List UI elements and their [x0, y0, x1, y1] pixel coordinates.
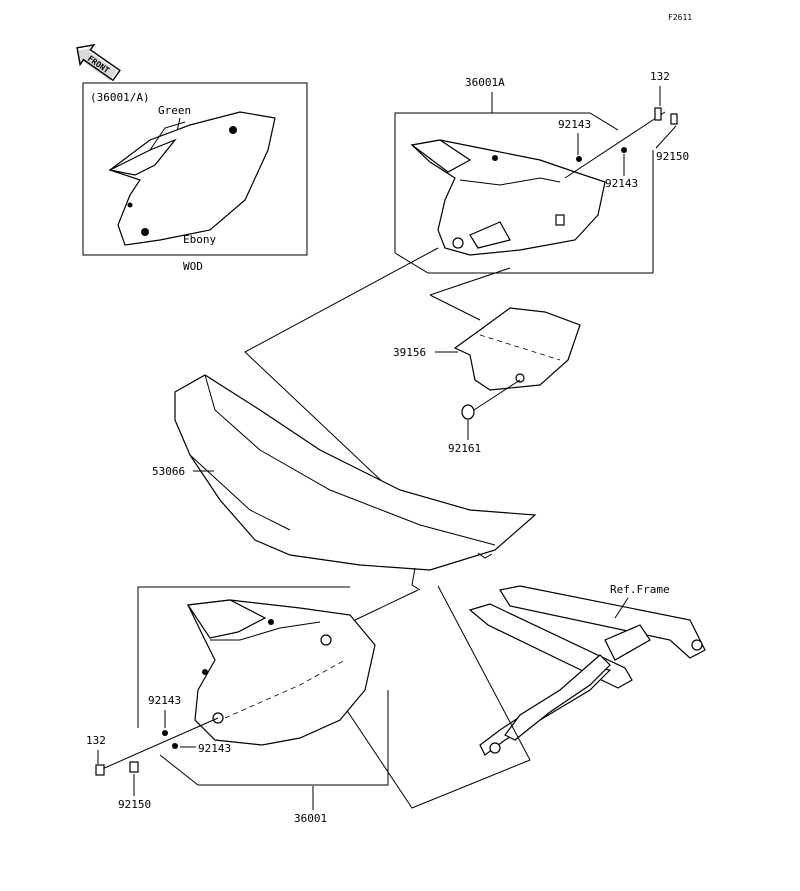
subframe-ref: Ref.Frame: [468, 583, 706, 756]
label-ref-frame: Ref.Frame: [610, 583, 670, 596]
washer-92143-b: [621, 147, 627, 153]
label-53066: 53066: [152, 465, 185, 478]
figure-code: F2611: [668, 13, 692, 22]
washer-92143-d: [172, 743, 178, 749]
collar-92150-bot: [129, 761, 139, 773]
side-cover-left-group: 36001A 132 92143 92150 92143: [394, 70, 689, 274]
label-92150-top: 92150: [656, 150, 689, 163]
grommet-92161: 92161: [448, 379, 521, 455]
side-cover-left: [410, 139, 606, 256]
label-92143-b: 92143: [605, 177, 638, 190]
side-cover-right-group: 92143 92143 132 92150 36001: [86, 586, 389, 825]
inset-ebony-label: Ebony: [183, 233, 216, 246]
label-92161: 92161: [448, 442, 481, 455]
front-arrow-icon: FRONT: [76, 43, 121, 82]
label-132-bot: 132: [86, 734, 106, 747]
label-39156: 39156: [393, 346, 426, 359]
inset-frame: [82, 82, 308, 256]
inset-variant-box: (36001/A) Green Ebony WOD: [82, 82, 308, 273]
inset-ref-label: (36001/A): [90, 91, 150, 104]
sponge-39156: 39156: [393, 307, 581, 391]
collar-92150-top: [670, 113, 678, 125]
label-92143-a: 92143: [558, 118, 591, 131]
seat-53066: 53066: [152, 374, 537, 591]
label-92143-c: 92143: [148, 694, 181, 707]
label-36001A: 36001A: [465, 76, 505, 89]
inset-variant-label: WOD: [183, 260, 203, 273]
label-132-top: 132: [650, 70, 670, 83]
inset-side-cover: [108, 111, 276, 246]
label-36001: 36001: [294, 812, 327, 825]
label-92150-bot: 92150: [118, 798, 151, 811]
label-92143-d: 92143: [198, 742, 231, 755]
bolt-132-top: [654, 107, 662, 121]
bolt-132-bot: [95, 764, 105, 776]
side-cover-right: [186, 599, 376, 746]
washer-92143-a: [576, 156, 582, 162]
inset-green-label: Green: [158, 104, 191, 117]
washer-92143-c: [162, 730, 168, 736]
